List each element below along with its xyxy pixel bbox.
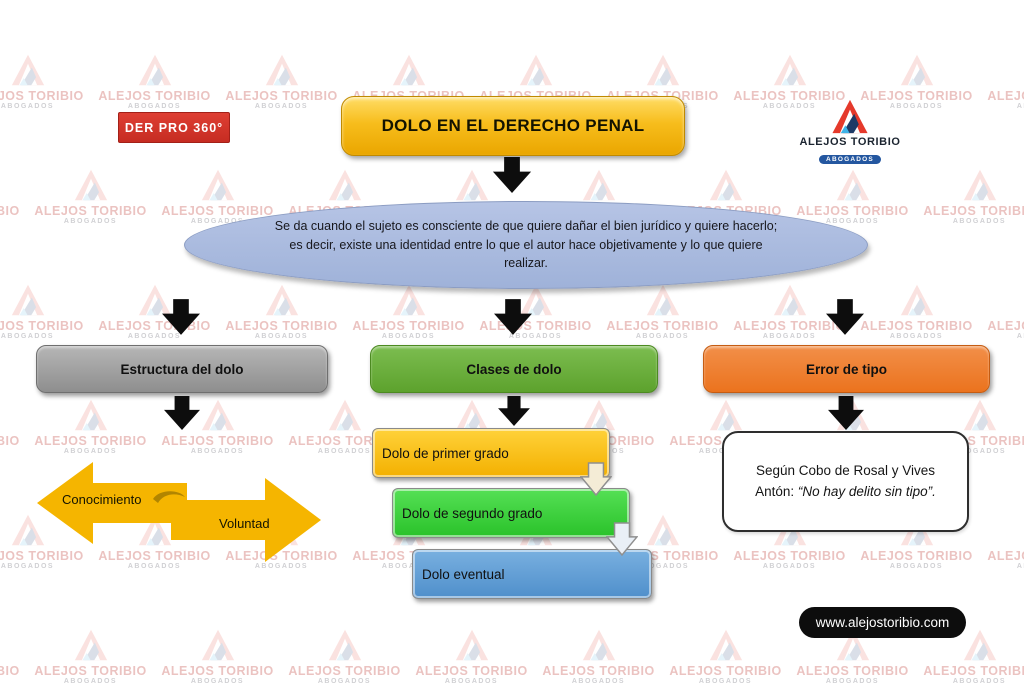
firm-logo-subtitle: ABOGADOS bbox=[819, 155, 881, 164]
double-arrow-icon bbox=[37, 462, 321, 562]
sub-box-dolo-segundo-grado: Dolo de segundo grado bbox=[392, 488, 630, 538]
error-tipo-quote-text: Según Cobo de Rosal y Vives Antón: “No h… bbox=[724, 461, 967, 502]
firm-logo-title: ALEJOS TORIBIO bbox=[799, 136, 901, 148]
branch-label-error-tipo: Error de tipo bbox=[805, 361, 887, 377]
arrow-error-tipo-down-icon bbox=[828, 396, 864, 430]
website-url: www.alejostoribio.com bbox=[815, 615, 950, 630]
branch-label-clases: Clases de dolo bbox=[466, 361, 562, 377]
sub-box-dolo-primer-grado: Dolo de primer grado bbox=[372, 428, 610, 478]
branch-box-error-tipo: Error de tipo bbox=[703, 345, 990, 393]
label-dolo-primer-grado: Dolo de primer grado bbox=[382, 445, 509, 461]
main-title-box: DOLO EN EL DERECHO PENAL bbox=[341, 96, 685, 156]
definition-ellipse: Se da cuando el sujeto es consciente de … bbox=[184, 201, 868, 289]
arrow-primer-to-segundo-icon bbox=[580, 462, 612, 497]
branch-box-clases: Clases de dolo bbox=[370, 345, 658, 393]
quote-italic: “No hay delito sin tipo”. bbox=[797, 483, 936, 499]
arrow-estructura-down-icon bbox=[164, 396, 200, 430]
error-tipo-quote-box: Según Cobo de Rosal y Vives Antón: “No h… bbox=[722, 431, 969, 532]
conocimiento-voluntad-double-arrow: Conocimiento Voluntad bbox=[36, 456, 322, 568]
definition-text: Se da cuando el sujeto es consciente de … bbox=[274, 218, 778, 271]
label-dolo-segundo-grado: Dolo de segundo grado bbox=[402, 505, 543, 521]
arrow-to-clases-icon bbox=[494, 299, 532, 335]
label-dolo-eventual: Dolo eventual bbox=[422, 566, 505, 582]
quote-prefix: Según Cobo de Rosal y Vives Antón: bbox=[755, 463, 936, 499]
branch-box-estructura: Estructura del dolo bbox=[36, 345, 328, 393]
triangle-logo-icon bbox=[832, 99, 868, 134]
der-pro-label: DER PRO 360° bbox=[124, 120, 224, 135]
firm-logo: ALEJOS TORIBIO ABOGADOS bbox=[797, 98, 903, 164]
arrow-to-estructura-icon bbox=[162, 299, 200, 335]
branch-label-estructura: Estructura del dolo bbox=[120, 361, 244, 377]
sub-box-dolo-eventual: Dolo eventual bbox=[412, 549, 652, 599]
arrow-title-to-definition-icon bbox=[492, 157, 532, 193]
label-voluntad: Voluntad bbox=[219, 516, 270, 531]
der-pro-badge: DER PRO 360° bbox=[118, 112, 230, 143]
website-pill: www.alejostoribio.com bbox=[799, 607, 966, 638]
arrow-clases-down-icon bbox=[498, 396, 530, 426]
arrow-to-error-tipo-icon bbox=[826, 299, 864, 335]
arrow-segundo-to-eventual-icon bbox=[606, 522, 638, 557]
label-conocimiento: Conocimiento bbox=[62, 492, 142, 507]
main-title: DOLO EN EL DERECHO PENAL bbox=[381, 116, 645, 135]
